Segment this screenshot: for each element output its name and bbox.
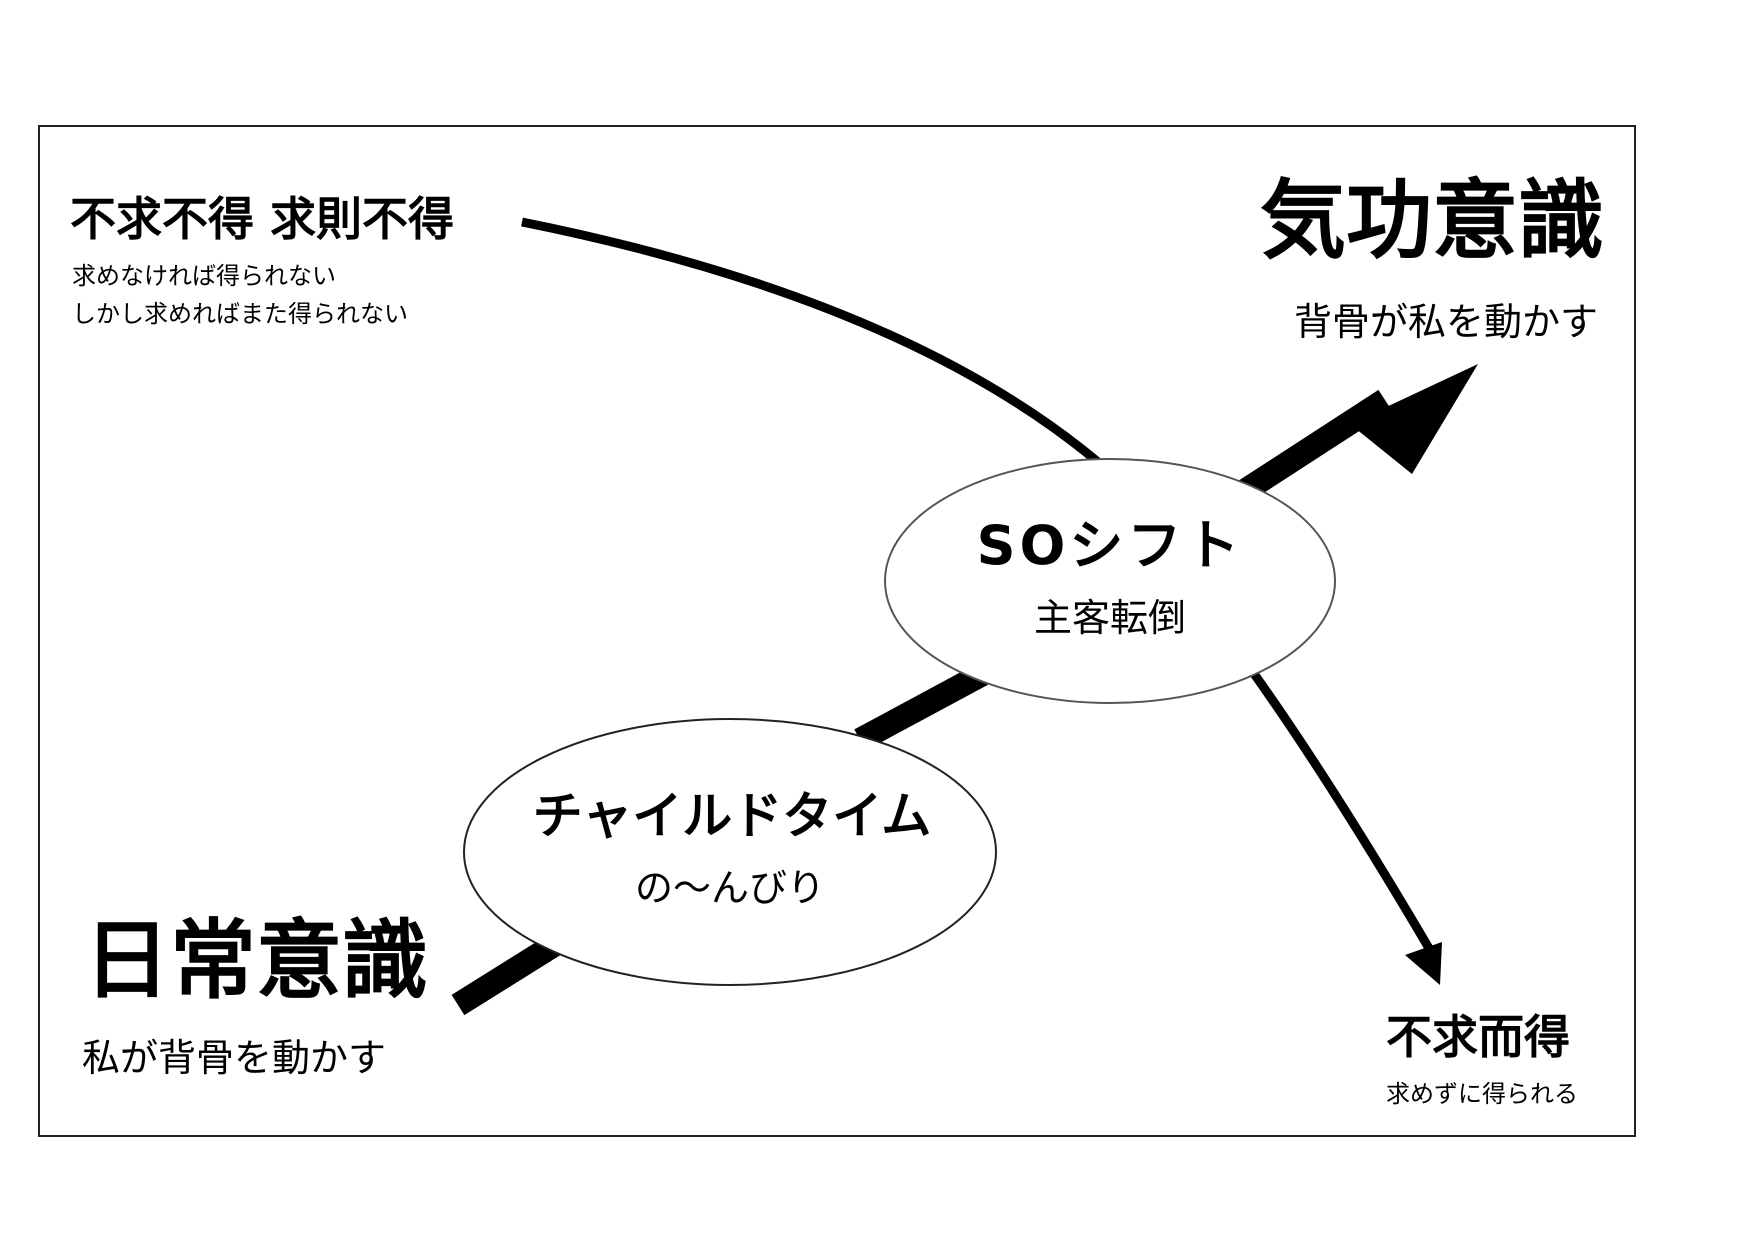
bottom-right-title: 不求而得 xyxy=(1386,1010,1570,1064)
so-shift-title: SOシフト xyxy=(976,514,1244,577)
main-arrow-shaft-middle xyxy=(854,659,996,751)
child-time-title: チャイルドタイム xyxy=(532,787,932,845)
top-right-title: 気功意識 xyxy=(1260,171,1604,271)
main-arrow-shaft-upper xyxy=(1233,389,1392,505)
bottom-right-subtitle: 求めずに得られる xyxy=(1386,1080,1578,1108)
top-left-line1: 求めなければ得られない xyxy=(72,262,336,290)
curve-arc-lower xyxy=(1246,665,1434,953)
bottom-left-title: 日常意識 xyxy=(84,911,428,1011)
top-left-title: 不求不得 求則不得 xyxy=(70,192,455,246)
bottom-left-subtitle: 私が背骨を動かす xyxy=(82,1036,387,1080)
curve-arrowhead-icon xyxy=(1405,942,1442,985)
child-time-subtitle: の〜んびり xyxy=(634,866,826,910)
top-left-line2: しかし求めればまた得られない xyxy=(72,300,408,328)
main-arrowhead-icon xyxy=(1350,364,1478,474)
so-shift-subtitle: 主客転倒 xyxy=(1033,596,1187,640)
diagram-frame xyxy=(38,125,1636,1137)
so-shift-ellipse xyxy=(884,458,1336,704)
top-right-subtitle: 背骨が私を動かす xyxy=(1293,300,1598,344)
child-time-ellipse xyxy=(463,718,997,986)
